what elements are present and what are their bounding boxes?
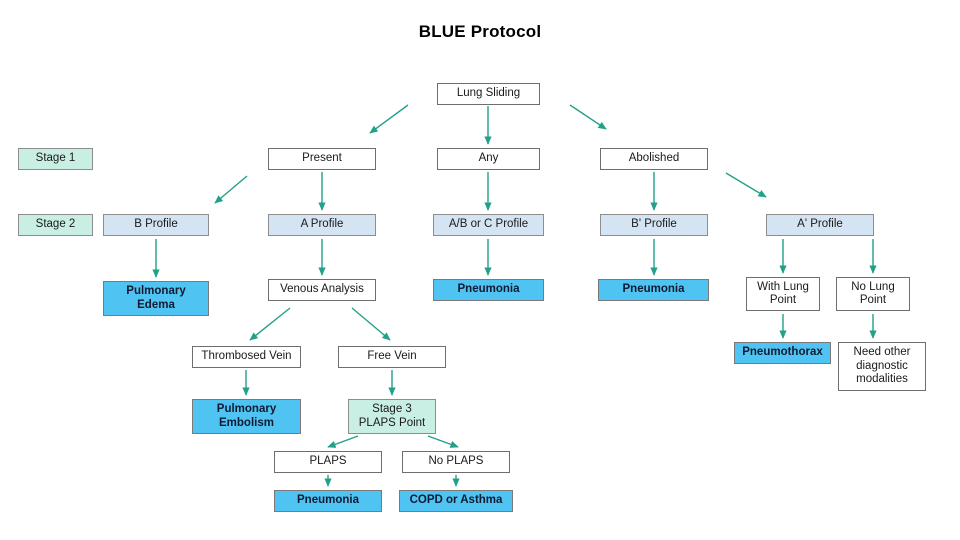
stage-label-stage-2[interactable]: Stage 2 xyxy=(18,214,93,236)
node-label: Pneumonia xyxy=(297,494,359,507)
node-free-vein[interactable]: Free Vein xyxy=(338,346,446,368)
node-plaps-point[interactable]: Stage 3 PLAPS Point xyxy=(348,399,436,434)
node-copd-asthma[interactable]: COPD or Asthma xyxy=(399,490,513,512)
node-pneumonia-plaps[interactable]: Pneumonia xyxy=(274,490,382,512)
arrow-plapspt-to-noplaps xyxy=(427,435,459,448)
node-pneumothorax[interactable]: Pneumothorax xyxy=(734,342,831,364)
node-label: PLAPS xyxy=(309,455,347,468)
arrow-plapspt-to-plaps xyxy=(327,435,359,448)
node-venous-analysis[interactable]: Venous Analysis xyxy=(268,279,376,301)
node-a-prime[interactable]: A' Profile xyxy=(766,214,874,236)
node-with-lung-point[interactable]: With Lung Point xyxy=(746,277,820,311)
node-pneumonia-c[interactable]: Pneumonia xyxy=(433,279,544,301)
node-no-plaps[interactable]: No PLAPS xyxy=(402,451,510,473)
node-label: Any xyxy=(478,152,499,165)
node-label: No PLAPS xyxy=(428,455,484,468)
node-label: No Lung Point xyxy=(851,280,895,307)
arrow-venous-to-free xyxy=(351,307,391,341)
node-label: COPD or Asthma xyxy=(409,494,503,507)
node-label: Pneumonia xyxy=(622,283,685,296)
node-no-lung-point[interactable]: No Lung Point xyxy=(836,277,910,311)
node-pneumonia-bp[interactable]: Pneumonia xyxy=(598,279,709,301)
node-pulmonary-edema[interactable]: Pulmonary Edema xyxy=(103,281,209,316)
node-label: With Lung Point xyxy=(757,280,809,307)
node-label: Need other diagnostic modalities xyxy=(853,346,911,386)
node-label: Stage 1 xyxy=(35,152,76,165)
node-label: Stage 2 xyxy=(35,218,76,231)
arrow-present-to-b xyxy=(214,175,248,204)
node-label: Thrombosed Vein xyxy=(201,350,292,363)
node-a-profile[interactable]: A Profile xyxy=(268,214,376,236)
node-b-profile[interactable]: B Profile xyxy=(103,214,209,236)
node-label: Pneumothorax xyxy=(742,346,823,359)
stage-label-stage-1[interactable]: Stage 1 xyxy=(18,148,93,170)
node-label: Abolished xyxy=(628,152,680,165)
node-label: A/B or C Profile xyxy=(448,218,529,231)
arrow-lung-to-present xyxy=(369,104,409,134)
node-ab-c-profile[interactable]: A/B or C Profile xyxy=(433,214,544,236)
node-label: Stage 3 PLAPS Point xyxy=(358,403,426,429)
node-thrombosed-vein[interactable]: Thrombosed Vein xyxy=(192,346,301,368)
arrow-lung-to-abolished xyxy=(569,104,607,130)
node-need-other[interactable]: Need other diagnostic modalities xyxy=(838,342,926,391)
node-label: Pulmonary Embolism xyxy=(216,403,277,429)
arrow-abolished-to-ap xyxy=(725,172,767,198)
page-title: BLUE Protocol xyxy=(418,22,542,41)
node-present[interactable]: Present xyxy=(268,148,376,170)
node-label: Pneumonia xyxy=(457,283,520,296)
node-label: Venous Analysis xyxy=(280,283,364,296)
node-label: B' Profile xyxy=(631,218,677,231)
node-label: Lung Sliding xyxy=(456,87,521,100)
node-label: Free Vein xyxy=(367,350,417,363)
node-b-prime[interactable]: B' Profile xyxy=(600,214,708,236)
node-plaps[interactable]: PLAPS xyxy=(274,451,382,473)
node-label: A Profile xyxy=(300,218,344,231)
node-label: B Profile xyxy=(134,218,178,231)
node-label: A' Profile xyxy=(797,218,843,231)
node-pulmonary-embolism[interactable]: Pulmonary Embolism xyxy=(192,399,301,434)
node-label: Pulmonary Edema xyxy=(126,285,186,311)
node-label: Present xyxy=(302,152,342,165)
node-abolished[interactable]: Abolished xyxy=(600,148,708,170)
node-lung-sliding[interactable]: Lung Sliding xyxy=(437,83,540,105)
node-any[interactable]: Any xyxy=(437,148,540,170)
arrow-venous-to-thromb xyxy=(249,307,291,341)
